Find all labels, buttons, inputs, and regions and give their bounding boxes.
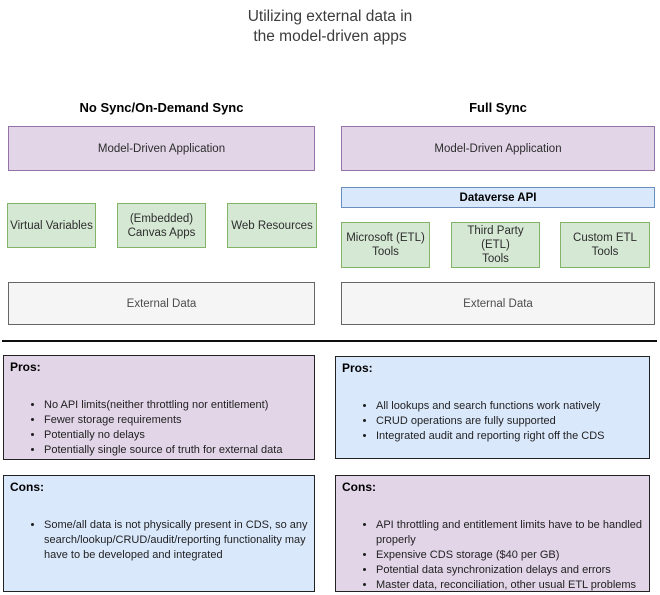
- virtual-variables-box: Virtual Variables: [7, 203, 96, 248]
- dataverse-api-bar: Dataverse API: [341, 187, 655, 208]
- left-pros-box: Pros: No API limits(neither throttling n…: [3, 355, 315, 460]
- cons-item: Some/all data is not physically present …: [44, 518, 308, 563]
- custom-etl-tools-box: Custom ETL Tools: [560, 222, 650, 268]
- pros-list: No API limits(neither throttling nor ent…: [10, 398, 308, 458]
- pros-item: Fewer storage requirements: [44, 413, 308, 428]
- cons-label: Cons:: [342, 480, 376, 494]
- cons-item: Master data, reconciliation, other usual…: [376, 578, 643, 593]
- web-resources-box: Web Resources: [227, 203, 317, 248]
- pros-list: All lookups and search functions work na…: [342, 399, 643, 444]
- pros-item: CRUD operations are fully supported: [376, 414, 643, 429]
- column-header-full-sync: Full Sync: [469, 100, 527, 115]
- page-title: Utilizing external data in the model-dri…: [247, 8, 413, 45]
- right-cons-box: Cons: API throttling and entitlement lim…: [335, 475, 650, 592]
- pros-item: All lookups and search functions work na…: [376, 399, 643, 414]
- column-header-no-sync: No Sync/On-Demand Sync: [79, 100, 244, 115]
- cons-list: API throttling and entitlement limits ha…: [342, 518, 643, 593]
- pros-label: Pros:: [342, 361, 373, 375]
- pros-item: No API limits(neither throttling nor ent…: [44, 398, 308, 413]
- right-model-driven-app-box: Model-Driven Application: [341, 126, 655, 171]
- cons-item: Expensive CDS storage ($40 per GB): [376, 548, 643, 563]
- left-model-driven-app-box: Model-Driven Application: [8, 126, 315, 171]
- section-divider: [2, 340, 657, 342]
- embedded-canvas-apps-box: (Embedded) Canvas Apps: [117, 203, 206, 248]
- cons-list: Some/all data is not physically present …: [10, 518, 308, 563]
- pros-label: Pros:: [10, 360, 41, 374]
- pros-item: Integrated audit and reporting right off…: [376, 429, 643, 444]
- right-pros-box: Pros: All lookups and search functions w…: [335, 356, 650, 459]
- pros-item: Potentially no delays: [44, 428, 308, 443]
- right-external-data-box: External Data: [341, 282, 655, 325]
- third-party-etl-tools-box: Third Party (ETL) Tools: [451, 222, 540, 268]
- cons-label: Cons:: [10, 480, 44, 494]
- pros-item: Potentially single source of truth for e…: [44, 443, 308, 458]
- left-external-data-box: External Data: [8, 282, 315, 325]
- cons-item: API throttling and entitlement limits ha…: [376, 518, 643, 548]
- cons-item: Potential data synchronization delays an…: [376, 563, 643, 578]
- microsoft-etl-tools-box: Microsoft (ETL) Tools: [341, 222, 430, 268]
- left-cons-box: Cons: Some/all data is not physically pr…: [3, 475, 315, 592]
